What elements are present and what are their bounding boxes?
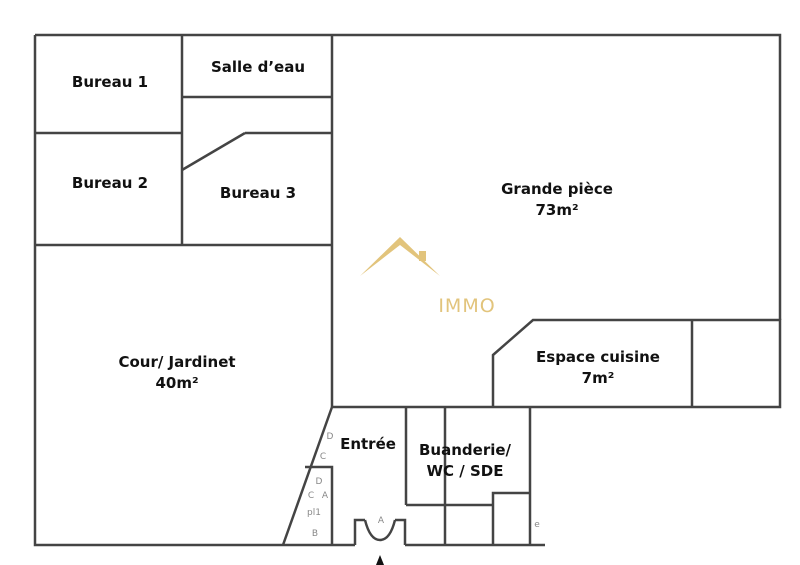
entry-door [353, 518, 365, 545]
room-name: Cour/ Jardinet [118, 353, 236, 371]
room-bureau-3: Bureau 3 [219, 184, 297, 202]
room-name: Grande pièce [501, 180, 613, 198]
mark: pl1 [307, 508, 321, 518]
mark: A [321, 491, 329, 501]
outer-wall-left [33, 35, 283, 547]
mark: D [326, 432, 334, 442]
mark: B [311, 529, 319, 539]
mark: e [534, 520, 540, 530]
room-salle-eau: Salle d’eau [210, 58, 306, 76]
room-area: 73m² [535, 201, 579, 219]
room-entree: Entrée [340, 435, 396, 453]
room-bureau-2: Bureau 2 [71, 174, 149, 192]
room-area: 40m² [155, 374, 199, 392]
logo-roof-icon [360, 237, 440, 276]
watermark: IMMO [438, 295, 496, 317]
mark: C [307, 491, 315, 501]
outer-wall [35, 33, 782, 320]
entry-arrow-icon [376, 555, 384, 565]
door-mark: A [377, 516, 385, 526]
mark: D [315, 477, 323, 487]
room-buanderie: Buanderie/WC / SDE [419, 440, 511, 482]
room-area: 7m² [581, 369, 615, 387]
room-cuisine: Espace cuisine 7m² [536, 347, 660, 389]
room-name-2: WC / SDE [426, 462, 504, 480]
mark: C [319, 452, 327, 462]
room-name: Espace cuisine [536, 348, 660, 366]
room-bureau-1: Bureau 1 [71, 73, 149, 91]
room-cour: Cour/ Jardinet 40m² [118, 352, 235, 394]
room-grande-piece: Grande pièce 73m² [501, 179, 613, 221]
room-name: Buanderie/ [418, 441, 512, 459]
